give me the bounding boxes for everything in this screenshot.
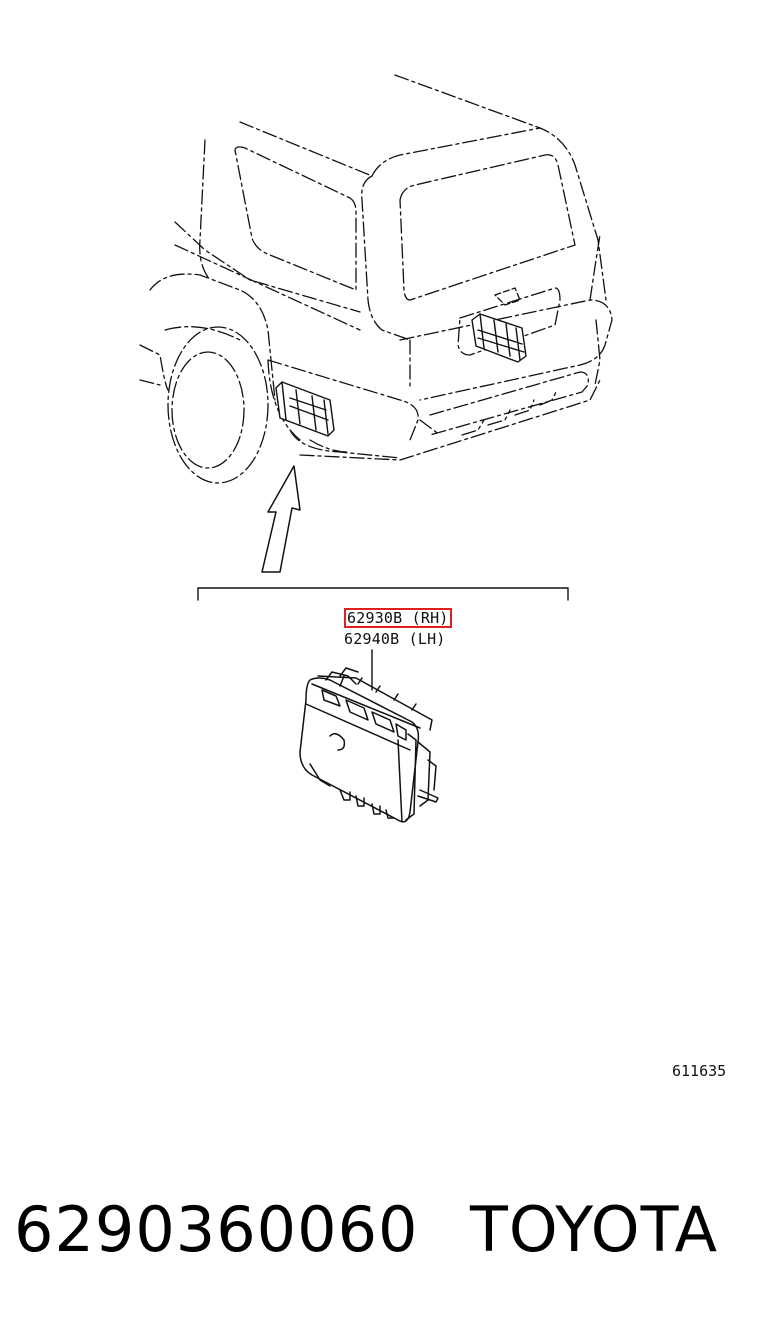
vehicle-body-outline xyxy=(139,74,613,461)
callout-part-lh[interactable]: 62940B (LH) xyxy=(344,630,446,648)
part-number: 6290360060 xyxy=(14,1193,419,1266)
group-bracket xyxy=(197,587,569,601)
reflector-assembly-detail xyxy=(299,667,439,823)
installed-reflector-right xyxy=(471,313,527,363)
side-window-outline xyxy=(234,146,357,291)
callout-part-rh[interactable]: 62930B (RH) xyxy=(344,608,452,628)
pointer-arrow xyxy=(261,465,301,573)
license-plate-area xyxy=(457,287,561,356)
figure-number: 611635 xyxy=(672,1062,727,1080)
brand-name: TOYOTA xyxy=(470,1193,719,1266)
installed-reflector-left xyxy=(275,381,335,437)
rear-window-outline xyxy=(399,154,576,301)
rear-wheel xyxy=(164,326,269,484)
